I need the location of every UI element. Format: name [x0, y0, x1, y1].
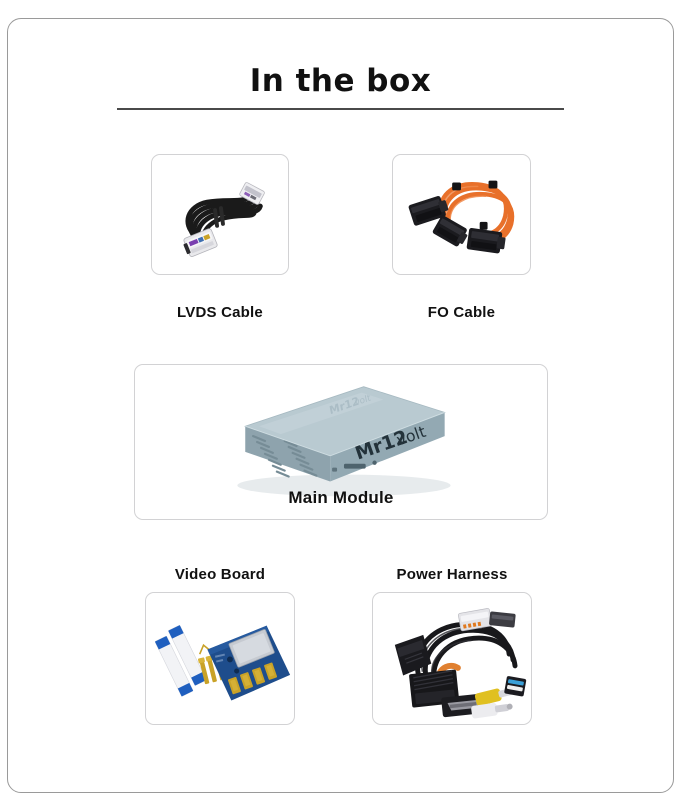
product-label-video-board: Video Board: [174, 566, 266, 583]
product-card-lvds-cable[interactable]: [151, 154, 289, 275]
product-label-power-harness: Power Harness: [396, 566, 508, 583]
page-title: In the box: [117, 62, 564, 100]
product-card-power-harness[interactable]: [372, 592, 532, 725]
title-divider: [117, 108, 564, 110]
product-card-main-module[interactable]: Mr12 volt Mr12 volt: [134, 364, 548, 520]
video-board-image: [146, 593, 294, 724]
product-label-lvds-cable: LVDS Cable: [177, 304, 263, 321]
lvds-cable-image: [152, 155, 288, 274]
power-harness-image: [373, 593, 531, 724]
main-module-image: Mr12 volt Mr12 volt: [135, 365, 547, 519]
page-title-text: In the box: [249, 63, 432, 99]
product-card-video-board[interactable]: [145, 592, 295, 725]
product-card-fo-cable[interactable]: [392, 154, 531, 275]
product-label-fo-cable: FO Cable: [427, 304, 496, 321]
product-label-main-module: Main Module: [288, 488, 394, 507]
fo-cable-image: [393, 155, 530, 274]
